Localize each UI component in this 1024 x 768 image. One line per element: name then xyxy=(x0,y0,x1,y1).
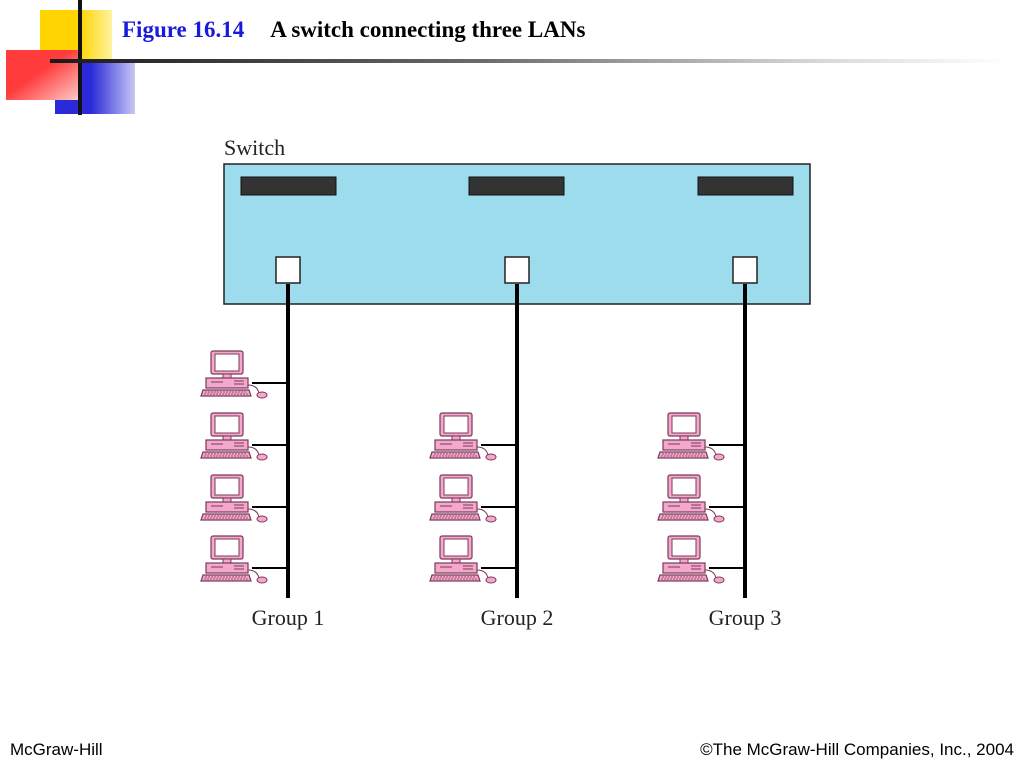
switch-slot-1 xyxy=(240,176,337,196)
computer-icon xyxy=(657,474,725,523)
computer-icon xyxy=(657,535,725,584)
figure-title: A switch connecting three LANs xyxy=(270,17,586,42)
computer-icon xyxy=(200,412,268,461)
switch-port-3 xyxy=(732,256,758,284)
switch-label: Switch xyxy=(224,135,285,160)
group-label: Group 3 xyxy=(709,605,782,630)
group-1: Group 1 xyxy=(200,256,325,630)
title-rule xyxy=(50,59,1010,63)
computer-icon xyxy=(200,474,268,523)
computer-icon xyxy=(657,412,725,461)
switch-slot-2 xyxy=(468,176,565,196)
slide-title: Figure 16.14 A switch connecting three LA… xyxy=(122,17,585,43)
computer-icon xyxy=(200,535,268,584)
group-label: Group 2 xyxy=(481,605,554,630)
group-2: Group 2 xyxy=(429,256,554,630)
switch-port-1 xyxy=(275,256,301,284)
computer-icon xyxy=(200,350,268,399)
computer-icon xyxy=(429,412,497,461)
deco-red-square xyxy=(6,50,78,100)
figure-number: Figure 16.14 xyxy=(122,17,245,42)
computer-icon xyxy=(429,474,497,523)
deco-vertical-bar xyxy=(78,0,82,115)
group-3: Group 3 xyxy=(657,256,782,630)
footer-publisher: McGraw-Hill xyxy=(10,740,103,759)
computer-icon xyxy=(429,535,497,584)
group-label: Group 1 xyxy=(252,605,325,630)
switch-port-2 xyxy=(504,256,530,284)
footer-copyright: ©The McGraw-Hill Companies, Inc., 2004 xyxy=(700,740,1014,759)
switch-slot-3 xyxy=(697,176,794,196)
corner-decoration xyxy=(0,0,140,115)
